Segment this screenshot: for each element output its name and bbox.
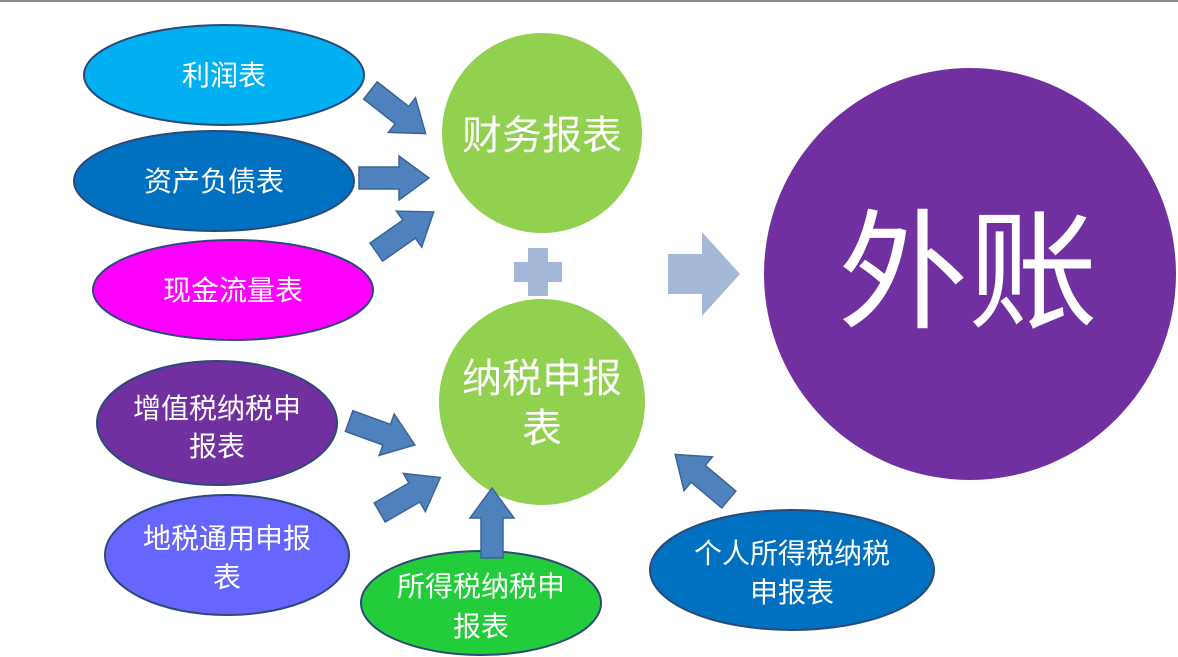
profit-statement-node: 利润表	[83, 24, 365, 126]
balance-sheet-label: 资产负债表	[144, 165, 284, 198]
balance-sheet-node: 资产负债表	[73, 130, 355, 232]
tax-returns-label-line2: 表	[522, 406, 562, 452]
arrow-cashflow-to-financial	[362, 193, 448, 271]
cash-flow-statement-node: 现金流量表	[92, 239, 374, 341]
arrow-personal-to-tax-returns	[660, 436, 744, 518]
top-border-line	[0, 0, 1178, 2]
local-tax-return-node: 地税通用申报 表	[104, 494, 350, 616]
vat-return-node: 增值税纳税申 报表	[96, 360, 338, 486]
local-tax-return-label-line1: 地税通用申报	[143, 522, 311, 555]
local-tax-return-label-line2: 表	[213, 561, 241, 594]
financial-statements-node: 财务报表	[442, 33, 642, 233]
income-tax-return-label-line2: 报表	[453, 610, 509, 643]
tax-returns-node: 纳税申报 表	[439, 299, 645, 505]
personal-income-tax-label-line1: 个人所得税纳税	[694, 537, 890, 570]
external-accounts-label: 外账	[838, 197, 1098, 349]
vat-return-label-line2: 报表	[189, 430, 245, 463]
vat-return-label-line1: 增值税纳税申	[133, 392, 301, 425]
personal-income-tax-return-node: 个人所得税纳税 申报表	[649, 509, 935, 631]
personal-income-tax-label-line2: 申报表	[750, 576, 834, 609]
plus-icon	[514, 248, 562, 296]
financial-statements-label: 财务报表	[462, 113, 622, 159]
income-tax-return-label-line1: 所得税纳税申	[397, 570, 565, 603]
arrow-balance-to-financial	[358, 155, 430, 201]
tax-returns-label-line1: 纳税申报	[462, 356, 622, 402]
income-tax-return-node: 所得税纳税申 报表	[360, 550, 602, 656]
arrow-vat-to-tax-returns	[340, 399, 424, 467]
arrow-profit-to-financial	[356, 72, 440, 152]
arrow-to-result	[668, 232, 740, 316]
external-accounts-node: 外账	[764, 68, 1176, 480]
cash-flow-statement-label: 现金流量表	[163, 274, 303, 307]
arrow-local-to-tax-returns	[367, 457, 453, 533]
profit-statement-label: 利润表	[182, 59, 266, 92]
